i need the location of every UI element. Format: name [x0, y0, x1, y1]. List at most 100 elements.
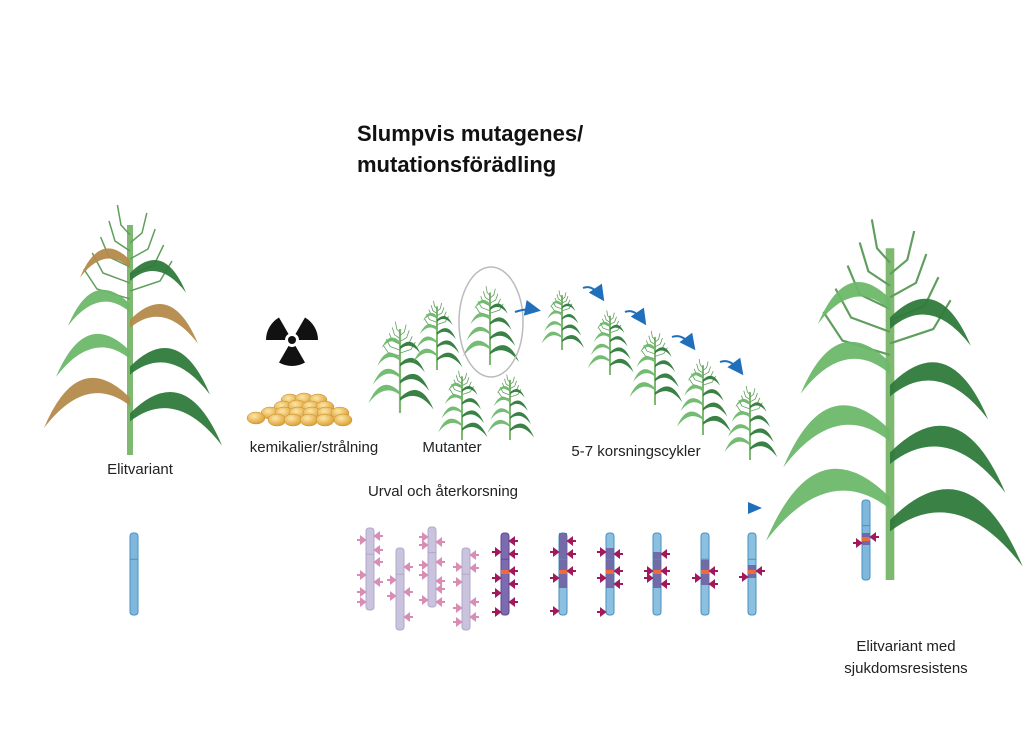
marker-arrow-icon — [550, 606, 560, 616]
chromosome-icon — [129, 532, 139, 616]
marker-arrow-icon — [469, 597, 479, 607]
marker-arrow-icon — [373, 577, 383, 587]
marker-arrow-icon — [853, 538, 863, 548]
marker-arrow-icon — [435, 576, 445, 586]
title-line-1: Slumpvis mutagenes/ — [357, 121, 584, 146]
chromosome-icon — [387, 547, 413, 631]
label-cycles: 5-7 korsningscykler — [571, 443, 701, 460]
marker-arrow-icon — [566, 549, 576, 559]
selected-mutant-circle — [458, 266, 524, 378]
maize-plant-icon — [368, 321, 434, 413]
marker-arrow-icon — [453, 577, 463, 587]
marker-arrow-icon — [613, 566, 623, 576]
maize-plant-icon — [413, 300, 463, 370]
chromosome-icon — [419, 526, 445, 608]
marker-arrow-icon — [357, 535, 367, 545]
chromosome-icon — [453, 547, 479, 631]
marker-arrow-icon — [419, 560, 429, 570]
marker-arrow-icon — [435, 584, 445, 594]
chromosome-icon — [597, 532, 623, 617]
marker-arrow-icon — [660, 549, 670, 559]
marker-arrow-icon — [508, 536, 518, 546]
marker-arrow-icon — [492, 547, 502, 557]
label-mutants: Mutanter — [422, 439, 482, 456]
marker-arrow-icon — [469, 563, 479, 573]
marker-arrow-icon — [597, 607, 607, 617]
marker-arrow-icon — [739, 572, 749, 582]
maize-plant-icon — [765, 219, 1023, 580]
radiation-icon — [266, 317, 318, 366]
marker-arrow-icon — [613, 579, 623, 589]
maize-plant-icon — [462, 286, 520, 365]
marker-arrow-icon — [453, 562, 463, 572]
marker-arrow-icon — [660, 579, 670, 589]
label-result-1: Elitvariant med — [856, 638, 956, 655]
title-line-2: mutationsförädling — [357, 152, 557, 177]
marker-arrow-icon — [419, 595, 429, 605]
chromosome-icon — [692, 532, 718, 616]
marker-arrow-icon — [373, 531, 383, 541]
marker-arrow-icon — [357, 570, 367, 580]
marker-arrow-icon — [419, 570, 429, 580]
marker-arrow-icon — [644, 573, 654, 583]
marker-arrow-icon — [508, 597, 518, 607]
marker-arrow-icon — [387, 575, 397, 585]
marker-arrow-icon — [419, 540, 429, 550]
marker-arrow-icon — [435, 557, 445, 567]
marker-arrow-icon — [453, 603, 463, 613]
marker-arrow-icon — [660, 566, 670, 576]
marker-arrow-icon — [357, 597, 367, 607]
marker-arrow-icon — [435, 537, 445, 547]
marker-arrow-icon — [357, 587, 367, 597]
marker-arrow-icon — [469, 612, 479, 622]
label-selection: Urval och återkorsning — [367, 483, 519, 500]
chromosome-icon — [644, 532, 670, 616]
maize-plant-icon — [541, 290, 584, 350]
page-title: Slumpvis mutagenes/ mutationsförädling — [357, 118, 583, 180]
marker-arrow-icon — [492, 607, 502, 617]
marker-arrow-icon — [708, 566, 718, 576]
marker-arrow-icon — [566, 536, 576, 546]
marker-arrow-icon — [613, 549, 623, 559]
marker-arrow-icon — [403, 587, 413, 597]
label-mutagen: kemikalier/strålning — [249, 439, 379, 456]
marker-arrow-icon — [566, 566, 576, 576]
maize-plant-icon — [487, 374, 535, 440]
marker-arrow-icon — [508, 566, 518, 576]
marker-arrow-icon — [373, 545, 383, 555]
plants-layer — [44, 204, 1023, 580]
marker-arrow-icon — [869, 532, 879, 542]
marker-arrow-icon — [492, 573, 502, 583]
marker-arrow-icon — [755, 566, 765, 576]
marker-arrow-icon — [492, 588, 502, 598]
marker-arrow-icon — [453, 617, 463, 627]
label-result-2: sjukdomsresistens — [844, 660, 968, 677]
marker-arrow-icon — [692, 573, 702, 583]
maize-plant-icon — [44, 204, 222, 455]
marker-arrow-icon — [508, 549, 518, 559]
maize-plant-icon — [724, 385, 778, 460]
seeds-icon — [246, 392, 353, 427]
label-elite: Elitvariant — [107, 461, 173, 478]
chromosome-icon — [357, 527, 383, 611]
marker-arrow-icon — [403, 562, 413, 572]
chromosome-icon — [853, 499, 879, 581]
maize-plant-icon — [676, 358, 731, 435]
marker-arrow-icon — [508, 579, 518, 589]
marker-arrow-icon — [550, 547, 560, 557]
marker-arrow-icon — [387, 591, 397, 601]
cycle-arrows — [514, 283, 744, 376]
marker-arrow-icon — [469, 550, 479, 560]
chromosome-icon — [550, 532, 576, 616]
marker-arrow-icon — [419, 532, 429, 542]
marker-arrow-icon — [708, 579, 718, 589]
chromosome-icon — [492, 532, 518, 617]
maize-plant-icon — [629, 330, 683, 405]
marker-arrow-icon — [435, 597, 445, 607]
chromosome-icon — [739, 532, 765, 616]
chromosomes-layer — [129, 499, 879, 631]
selection-arrowhead-icon — [748, 502, 762, 514]
marker-arrow-icon — [550, 573, 560, 583]
marker-arrow-icon — [403, 612, 413, 622]
